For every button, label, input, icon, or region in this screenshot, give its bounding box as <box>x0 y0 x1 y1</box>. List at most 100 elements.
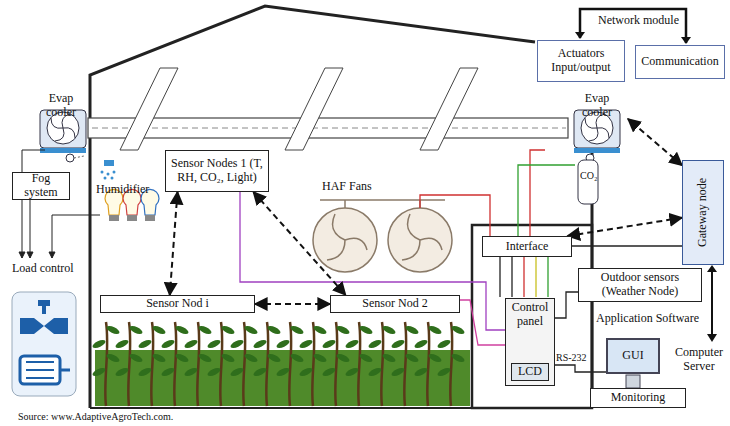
node-box: LCD <box>511 363 549 381</box>
node-box: Interface <box>482 236 572 257</box>
plant-stem <box>404 322 406 406</box>
plant-leaf <box>151 324 166 335</box>
node-text: Evap cooler <box>570 92 624 120</box>
node-box: Outdoor sensors (Weather Node) <box>578 268 702 302</box>
plant-stem <box>266 322 268 406</box>
plant-stem <box>105 322 107 406</box>
dashed-connector <box>170 192 178 295</box>
plant-leaf <box>183 366 198 377</box>
plant-leaf <box>335 324 350 335</box>
node-text: Sensor Nodes 1 (T, RH, CO₂, Light) <box>170 157 264 185</box>
plant-leaf <box>105 352 120 363</box>
plant-leaf <box>275 366 290 377</box>
plant-leaf <box>413 366 428 377</box>
plant-row <box>91 322 465 406</box>
duct-bar <box>420 68 478 150</box>
plant-leaf <box>427 324 442 335</box>
plant-leaf <box>344 366 359 377</box>
node-box: Monitoring <box>590 388 686 408</box>
node-text: Gateway node <box>696 178 710 247</box>
node-box: Communication <box>635 45 725 79</box>
node-text: Interface <box>506 240 549 254</box>
node-box: Sensor Nod i <box>100 295 255 313</box>
plant-leaf <box>312 324 327 335</box>
plant-leaf <box>275 338 290 349</box>
node-text: GUI <box>622 349 643 363</box>
plant-stem <box>151 322 153 406</box>
plant-stem <box>335 322 337 406</box>
haf-fans <box>313 200 452 272</box>
plant-leaf <box>91 366 106 377</box>
text-label: Load control <box>12 262 74 276</box>
node-box: Fog system <box>12 172 70 200</box>
server-link <box>711 270 713 336</box>
plant-leaf <box>381 324 396 335</box>
plant-leaf <box>114 338 129 349</box>
control-housing <box>472 225 592 408</box>
text-label: Computer Server <box>670 346 728 374</box>
plant-leaf <box>321 338 336 349</box>
plant-leaf <box>289 352 304 363</box>
node-text: Sensor Nod 2 <box>362 297 427 311</box>
text-label: CO₂ <box>580 170 597 182</box>
plant-stem <box>289 322 291 406</box>
text-label: HAF Fans <box>322 180 372 194</box>
arrow-head <box>575 32 585 39</box>
plant-stem <box>243 322 245 406</box>
text-label: Network module <box>598 14 679 28</box>
dashed-connector <box>628 119 682 165</box>
node-text: Monitoring <box>611 391 666 405</box>
plant-leaf <box>404 352 419 363</box>
node-text: Evap cooler <box>34 92 88 120</box>
duct-bar <box>285 68 343 150</box>
plant-leaf <box>243 352 258 363</box>
plant-leaf <box>114 366 129 377</box>
plant-leaf <box>252 338 267 349</box>
plant-leaf <box>344 338 359 349</box>
node-text: Control panel <box>510 301 550 329</box>
plant-leaf <box>206 338 221 349</box>
plant-leaf <box>252 366 267 377</box>
plant-leaf <box>137 338 152 349</box>
plant-leaf <box>197 324 212 335</box>
plant-stem <box>381 322 383 406</box>
plant-stem <box>358 322 360 406</box>
plant-leaf <box>413 338 428 349</box>
plant-leaf <box>358 324 373 335</box>
plant-leaf <box>266 324 281 335</box>
plant-leaf <box>183 338 198 349</box>
plant-leaf <box>381 352 396 363</box>
plant-leaf <box>358 352 373 363</box>
plant-leaf <box>266 352 281 363</box>
plant-leaf <box>174 352 189 363</box>
plant-leaf <box>298 338 313 349</box>
plant-leaf <box>220 324 235 335</box>
node-text: Fog system <box>17 172 65 200</box>
node-box: GUI <box>606 338 660 374</box>
plant-stem <box>427 322 429 406</box>
node-text: Sensor Nod i <box>146 297 209 311</box>
plant-stem <box>450 322 452 406</box>
plant-leaf <box>160 366 175 377</box>
plant-leaf <box>312 352 327 363</box>
plant-stem <box>220 322 222 406</box>
plant-leaf <box>128 324 143 335</box>
arrow-head <box>707 334 717 342</box>
plant-stem <box>197 322 199 406</box>
plant-stem <box>174 322 176 406</box>
monitor-stand <box>626 375 640 388</box>
dashed-connector <box>253 192 345 295</box>
node-box: Evap cooler <box>30 90 92 124</box>
plant-leaf <box>321 366 336 377</box>
greenhouse-outline <box>90 6 535 408</box>
plant-leaf <box>390 366 405 377</box>
humidifier-icon <box>101 160 116 180</box>
node-box: Sensor Nodes 1 (T, RH, CO₂, Light) <box>165 150 269 192</box>
text-label: RS-232 <box>556 352 587 364</box>
plant-leaf <box>289 324 304 335</box>
plant-leaf <box>220 352 235 363</box>
plant-leaf <box>174 324 189 335</box>
text-label: Humidifier <box>96 183 149 197</box>
node-box: Evap cooler <box>566 90 628 124</box>
